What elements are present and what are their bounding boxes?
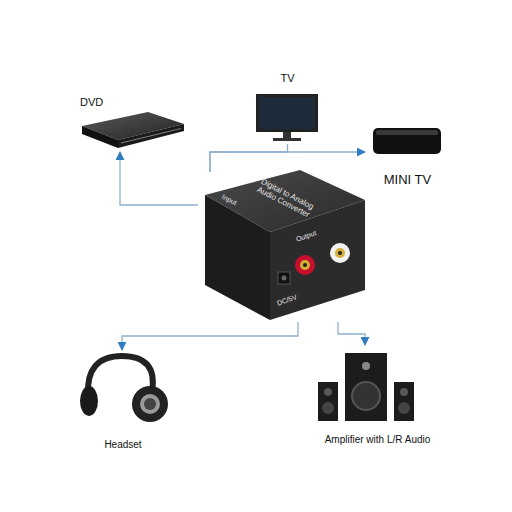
dc-jack [278, 272, 290, 284]
converter-side [205, 195, 270, 320]
headset [80, 356, 168, 422]
signal-connector [210, 152, 365, 172]
speaker-cone [324, 388, 332, 396]
device-node: Amplifier with L/R Audio [305, 345, 450, 445]
device-label: Amplifier with L/R Audio [325, 434, 431, 446]
rca-jack-white [330, 243, 350, 263]
speaker-tweeter [362, 362, 370, 370]
port-label: Output [295, 229, 317, 243]
signal-connector [338, 322, 365, 345]
rca-jack-hole [303, 263, 307, 267]
device-node: Headset [68, 350, 178, 450]
signal-connector [210, 144, 288, 172]
tv-set [256, 94, 318, 141]
converter-front [270, 200, 365, 320]
dc-jack-hole [282, 276, 287, 281]
signal-connector [122, 322, 298, 350]
speaker-cone [322, 402, 334, 414]
dvd-side [82, 126, 118, 148]
dvd-front [118, 124, 184, 148]
rca-jack-core [335, 248, 345, 258]
subwoofer [345, 353, 387, 421]
dvd-trim [121, 129, 181, 144]
tv-base [273, 138, 301, 141]
signal-connector [120, 152, 198, 205]
port-label: DC/5V [276, 293, 298, 307]
rca-jack-red [295, 255, 315, 275]
satellite-speaker [394, 382, 414, 421]
speaker-cone [400, 388, 408, 396]
rca-jack-core [300, 260, 310, 270]
device-label: TV [280, 72, 294, 85]
converter-box [205, 170, 365, 320]
tv-frame [256, 94, 318, 132]
tv-stand [283, 132, 291, 138]
port-label: Input [221, 193, 238, 207]
device-label: DVD [80, 96, 103, 109]
dvd-player [82, 112, 184, 148]
converter-node: Digital to Analog Audio Converter InputOu… [198, 172, 368, 322]
speaker-cone [398, 402, 410, 414]
device-label: MINI TV [384, 173, 431, 188]
mini-tv-box [373, 128, 441, 154]
tv-screen [259, 97, 315, 129]
ear-cup [132, 386, 168, 422]
device-label: Headset [104, 439, 141, 451]
device-node: TV [250, 72, 325, 144]
device-title: Digital to Analog Audio Converter [249, 175, 321, 223]
ear-cup [80, 386, 98, 416]
mini-tv-body [373, 128, 441, 154]
satellite-speaker [318, 382, 338, 421]
mini-tv-highlight [376, 130, 438, 135]
speaker-woofer [352, 382, 380, 410]
device-node: DVD [70, 96, 188, 152]
device-node: MINI TV [365, 118, 450, 188]
ear-cup-ring [140, 394, 160, 414]
ear-cup-center [144, 398, 156, 410]
speaker-set [318, 353, 414, 421]
rca-jack-hole [338, 251, 342, 255]
